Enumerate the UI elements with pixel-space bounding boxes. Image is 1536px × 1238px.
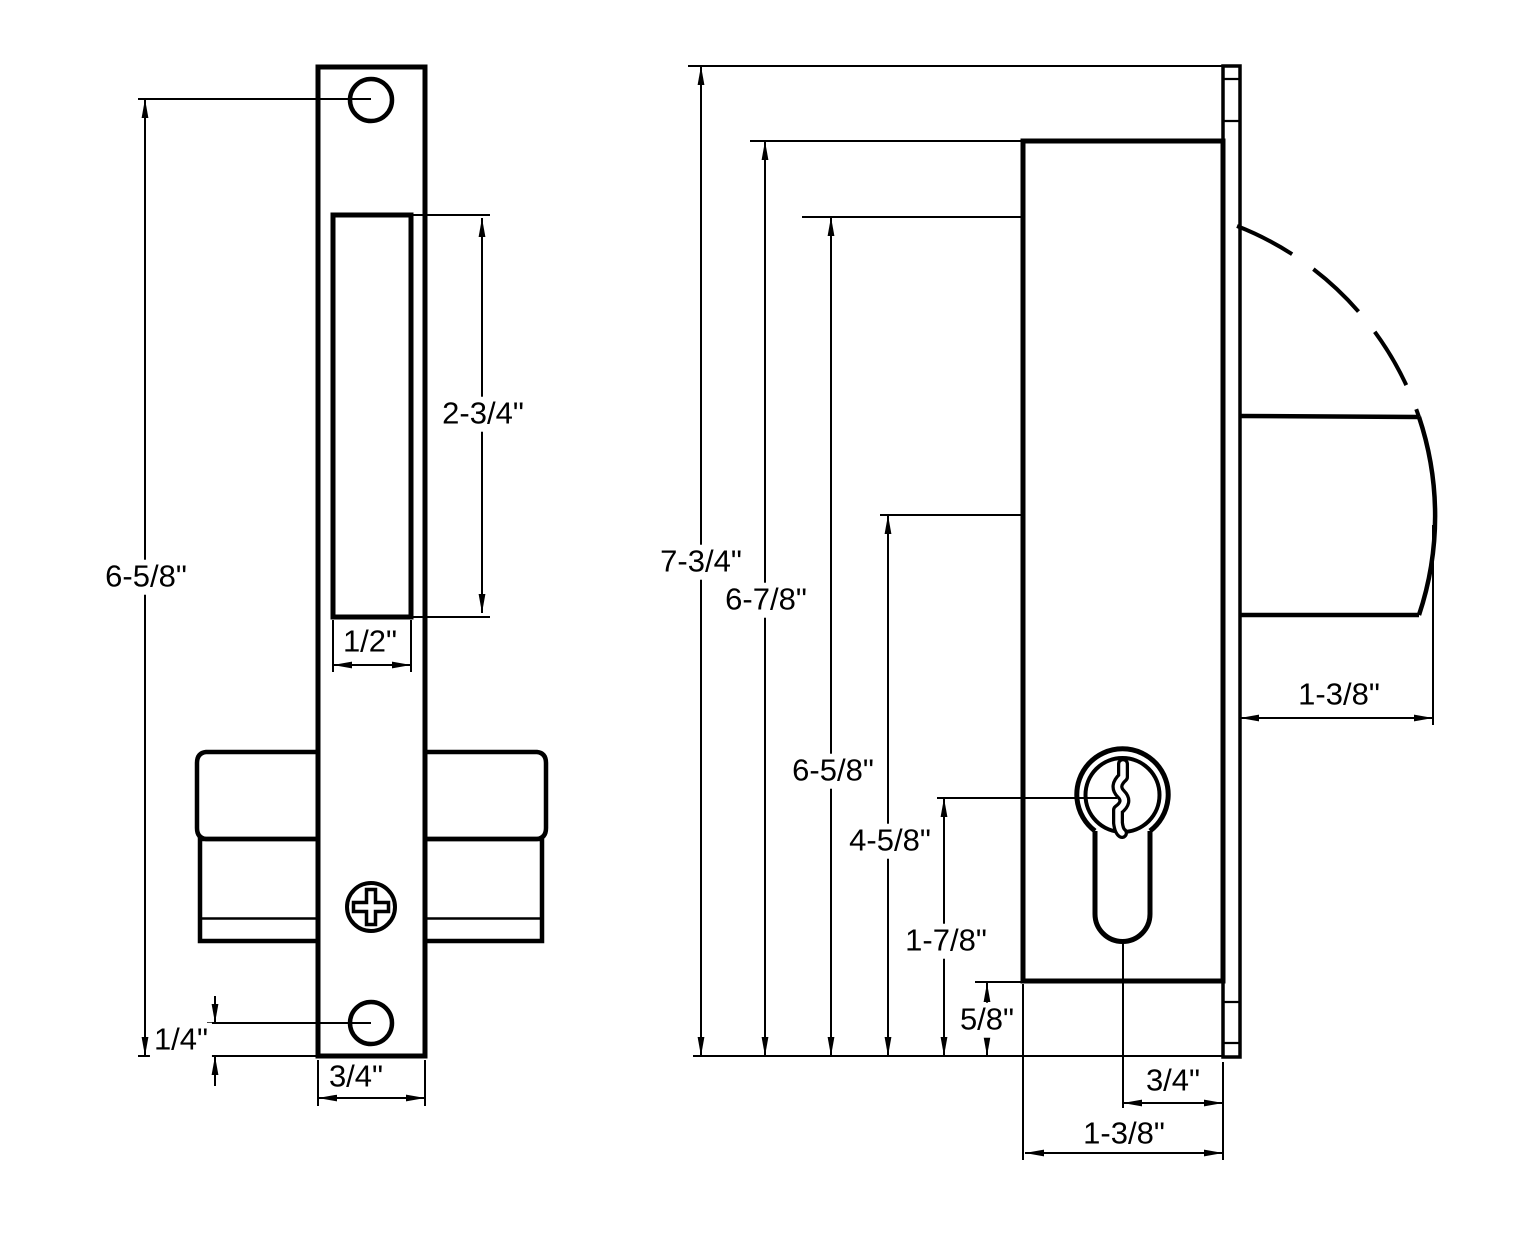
dim-label-cyl-center-height: 1-7/8" [901, 923, 991, 959]
dim-label-case-top-height: 6-7/8" [721, 582, 811, 618]
euro-cylinder-body [1092, 831, 1153, 944]
dim-label-slot-width: 1/2" [338, 624, 402, 660]
dim-label-slot-height: 2-3/4" [438, 396, 528, 432]
side-view [1020, 64, 1438, 1059]
dim-label-bolt-center-height: 4-5/8" [845, 823, 935, 859]
dim-label-bolt-projection: 1-3/8" [1294, 677, 1384, 713]
cylinder-right-upper [425, 749, 549, 842]
dim-label-overall-height: 7-3/4" [656, 544, 746, 580]
dim-label-cyl-offset: 3/4" [1141, 1063, 1205, 1099]
dim-label-faceplate-height: 6-5/8" [101, 559, 191, 595]
euro-cylinder-face [1074, 746, 1171, 833]
bolt-slot [330, 212, 414, 620]
bolt-face-arc [1416, 416, 1438, 616]
dim-label-case-bottom-offset: 5/8" [955, 1002, 1019, 1038]
extension-lines [138, 65, 1434, 1160]
cylinder-right-lower [425, 836, 545, 944]
dim-label-case-depth: 1-3/8" [1079, 1116, 1169, 1152]
phillips-cross-icon [351, 887, 391, 927]
lock-case [1020, 138, 1226, 984]
dim-label-swing-top-height: 6-5/8" [788, 753, 878, 789]
faceplate-front [315, 64, 428, 1059]
dim-label-faceplate-width: 3/4" [324, 1059, 388, 1095]
set-screw [345, 881, 397, 933]
bolt-swing-arc [1236, 224, 1421, 418]
front-view [194, 64, 549, 1059]
cylinder-left-upper [194, 749, 318, 842]
faceplate-edge [1221, 64, 1242, 1059]
bolt-top-edge [1239, 413, 1420, 420]
keyway-slot [1114, 761, 1128, 836]
dim-label-hole-offset: 1/4" [149, 1022, 213, 1058]
cylinder-left-lower [197, 836, 318, 944]
